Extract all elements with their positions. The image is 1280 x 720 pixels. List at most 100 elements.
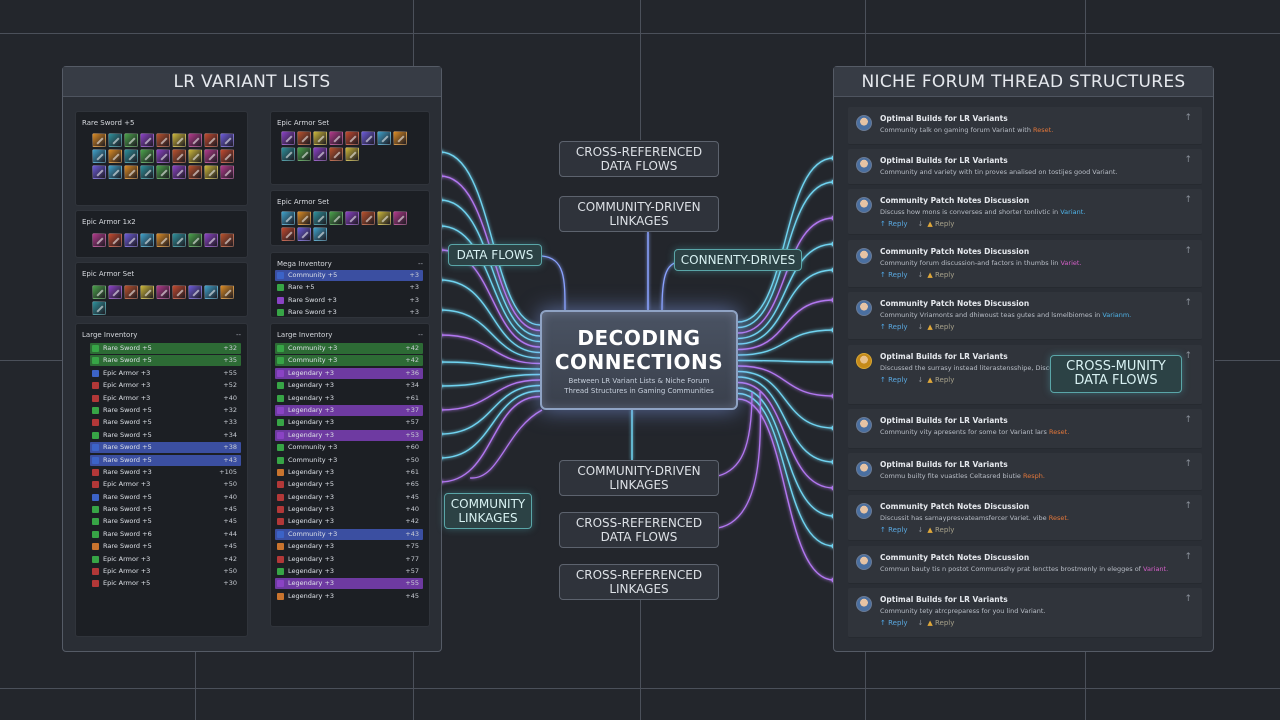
thread-tag[interactable]: Reset. — [1048, 514, 1069, 522]
thread-title[interactable]: Community Patch Notes Discussion — [880, 502, 1030, 511]
thread-tag[interactable]: Resph. — [1023, 472, 1045, 480]
inventory-row[interactable]: Rare Sword +5+35 — [90, 355, 241, 367]
inventory-row[interactable]: Rare Sword +5+32 — [90, 405, 241, 416]
thread-title[interactable]: Optimal Builds for LR Variants — [880, 416, 1008, 425]
inventory-row[interactable]: Legendary +3+36 — [275, 367, 423, 379]
item-icon[interactable] — [393, 131, 407, 145]
flame-icon[interactable]: ▲ — [927, 376, 935, 384]
item-icon[interactable] — [92, 149, 106, 163]
inventory-row[interactable]: Epic Armor +3+52 — [90, 380, 241, 391]
thread-tag[interactable]: Reset. — [1049, 428, 1070, 436]
reply-link-secondary[interactable]: Reply — [934, 220, 955, 228]
item-icon[interactable] — [92, 233, 106, 247]
item-icon[interactable] — [281, 227, 295, 241]
downvote-icon[interactable]: ↓ — [917, 526, 924, 534]
inventory-row[interactable]: Legendary +3+37 — [275, 404, 423, 416]
reply-link[interactable]: Reply — [888, 323, 908, 331]
avatar[interactable] — [856, 596, 872, 612]
avatar[interactable] — [856, 554, 872, 570]
flame-icon[interactable]: ▲ — [927, 220, 935, 228]
item-icon[interactable] — [220, 165, 234, 179]
upvote-arrow-icon[interactable]: ↑ — [1184, 594, 1192, 604]
inventory-row[interactable]: Legendary +3+53 — [275, 429, 423, 441]
item-icon[interactable] — [345, 147, 359, 161]
item-icon[interactable] — [345, 211, 359, 225]
thread-title[interactable]: Optimal Builds for LR Variants — [880, 352, 1008, 361]
reply-link[interactable]: Reply — [888, 220, 908, 228]
downvote-icon[interactable]: ↓ — [917, 619, 924, 627]
item-icon[interactable] — [188, 133, 202, 147]
inventory-row[interactable]: Rare Sword +6+44 — [90, 529, 241, 540]
item-icon[interactable] — [140, 165, 154, 179]
item-icon[interactable] — [92, 165, 106, 179]
item-icon[interactable] — [297, 211, 311, 225]
item-icon[interactable] — [124, 133, 138, 147]
inventory-row[interactable]: Rare Sword +3+3 — [275, 295, 423, 306]
inventory-row[interactable]: Legendary +3+77 — [275, 554, 423, 565]
item-icon[interactable] — [156, 285, 170, 299]
inventory-row[interactable]: Legendary +3+42 — [275, 516, 423, 527]
item-icon[interactable] — [108, 233, 122, 247]
item-icon[interactable] — [220, 149, 234, 163]
item-icon[interactable] — [108, 165, 122, 179]
thread-tag[interactable]: Variant. — [1143, 565, 1169, 573]
inventory-row[interactable]: Community +3+42 — [275, 343, 423, 354]
item-icon[interactable] — [204, 285, 218, 299]
thread-tag[interactable]: Variet. — [1060, 259, 1082, 267]
reply-link-secondary[interactable]: Reply — [934, 271, 955, 279]
inventory-row[interactable]: Community +3+60 — [275, 442, 423, 453]
item-icon[interactable] — [188, 233, 202, 247]
inventory-row[interactable]: Rare Sword +5+34 — [90, 430, 241, 441]
reply-link-secondary[interactable]: Reply — [934, 323, 955, 331]
avatar[interactable] — [856, 300, 872, 316]
upvote-icon[interactable]: ↑ — [880, 526, 889, 534]
avatar[interactable] — [856, 115, 872, 131]
item-icon[interactable] — [220, 133, 234, 147]
inventory-row[interactable]: Rare Sword +5+40 — [90, 492, 241, 503]
item-icon[interactable] — [188, 285, 202, 299]
upvote-icon[interactable]: ↑ — [880, 376, 889, 384]
upvote-arrow-icon[interactable]: ↑ — [1184, 246, 1192, 256]
item-icon[interactable] — [140, 133, 154, 147]
item-icon[interactable] — [220, 233, 234, 247]
upvote-arrow-icon[interactable]: ↑ — [1184, 351, 1192, 361]
item-icon[interactable] — [313, 147, 327, 161]
upvote-icon[interactable]: ↑ — [880, 220, 889, 228]
inventory-row[interactable]: Rare Sword +5+38 — [90, 442, 241, 454]
item-icon[interactable] — [329, 147, 343, 161]
inventory-row[interactable]: Legendary +3+61 — [275, 467, 423, 478]
flame-icon[interactable]: ▲ — [927, 619, 935, 627]
inventory-row[interactable]: Legendary +3+34 — [275, 380, 423, 391]
inventory-row[interactable]: Epic Armor +3+40 — [90, 393, 241, 404]
avatar[interactable] — [856, 157, 872, 173]
flame-icon[interactable]: ▲ — [927, 271, 935, 279]
reply-link-secondary[interactable]: Reply — [934, 376, 955, 384]
inventory-row[interactable]: Epic Armor +3+50 — [90, 479, 241, 490]
item-icon[interactable] — [124, 149, 138, 163]
flame-icon[interactable]: ▲ — [927, 526, 935, 534]
inventory-row[interactable]: Community +5+3 — [275, 270, 423, 281]
upvote-icon[interactable]: ↑ — [880, 271, 889, 279]
downvote-icon[interactable]: ↓ — [917, 376, 924, 384]
upvote-arrow-icon[interactable]: ↑ — [1184, 113, 1192, 123]
item-icon[interactable] — [108, 149, 122, 163]
avatar[interactable] — [856, 417, 872, 433]
item-icon[interactable] — [345, 131, 359, 145]
item-icon[interactable] — [108, 133, 122, 147]
upvote-arrow-icon[interactable]: ↑ — [1184, 298, 1192, 308]
item-icon[interactable] — [140, 149, 154, 163]
upvote-arrow-icon[interactable]: ↑ — [1184, 459, 1192, 469]
flame-icon[interactable]: ▲ — [927, 323, 935, 331]
item-icon[interactable] — [329, 211, 343, 225]
inventory-row[interactable]: Rare Sword +3+3 — [275, 307, 423, 317]
thread-tag[interactable]: Varianm. — [1102, 311, 1132, 319]
avatar[interactable] — [856, 248, 872, 264]
upvote-icon[interactable]: ↑ — [880, 323, 889, 331]
thread-title[interactable]: Community Patch Notes Discussion — [880, 196, 1030, 205]
